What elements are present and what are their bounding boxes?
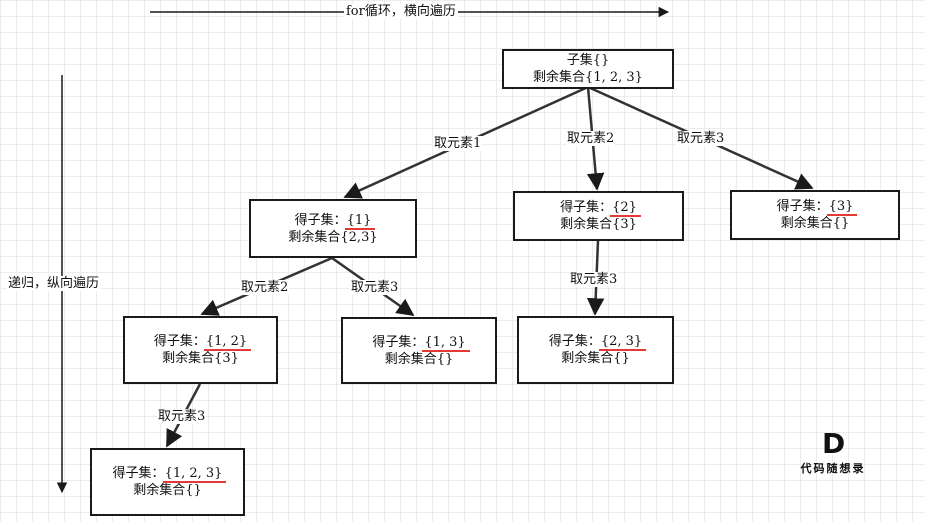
node-subset-1-2-3-line1: 得子集：{1, 2, 3} — [112, 465, 227, 483]
vertical-axis-label: 递归，纵向遍历 — [6, 276, 102, 291]
subset-value: {2} — [610, 200, 641, 217]
node-root-line1: 子集{} — [566, 53, 610, 68]
logo-mark: D — [822, 427, 846, 460]
edge-label-n1-n13: 取元素3 — [350, 280, 400, 295]
node-subset-2: 得子集：{2} 剩余集合{3} — [513, 191, 684, 241]
horizontal-axis-label: for循环，横向遍历 — [344, 4, 458, 19]
logo-text: 代码随想录 — [800, 462, 866, 475]
node-subset-2-3-line1: 得子集：{2, 3} — [548, 333, 647, 351]
node-subset-3-line1: 得子集：{3} — [776, 198, 858, 216]
node-subset-1-2-3: 得子集：{1, 2, 3} 剩余集合{} — [90, 448, 245, 516]
subset-prefix: 得子集： — [153, 334, 206, 349]
node-subset-1-3-line2: 剩余集合{} — [384, 351, 454, 367]
edge-label-root-n1: 取元素1 — [433, 136, 483, 151]
node-root: 子集{} 剩余集合{1, 2, 3} — [502, 49, 674, 89]
node-subset-2-3: 得子集：{2, 3} 剩余集合{} — [517, 316, 674, 384]
edge-label-n12-n123: 取元素3 — [157, 409, 207, 424]
subset-prefix: 得子集： — [294, 212, 347, 228]
node-subset-2-3-line2: 剩余集合{} — [561, 351, 630, 366]
node-subset-2-line1: 得子集：{2} — [560, 199, 641, 217]
subset-prefix: 得子集： — [560, 200, 613, 215]
subset-value: {1, 3} — [422, 334, 471, 352]
node-subset-1-2-line2: 剩余集合{3} — [162, 351, 239, 366]
node-root-line2: 剩余集合{1, 2, 3} — [533, 70, 643, 85]
node-subset-1-3: 得子集：{1, 3} 剩余集合{} — [341, 317, 497, 384]
node-subset-1: 得子集：{1} 剩余集合{2,3} — [249, 199, 417, 258]
subset-value: {2, 3} — [598, 334, 647, 351]
subset-prefix: 得子集： — [372, 334, 425, 350]
node-subset-2-line2: 剩余集合{3} — [560, 217, 637, 232]
subset-value: {1} — [344, 212, 376, 230]
node-subset-1-2-3-line2: 剩余集合{} — [133, 483, 202, 498]
logo: D 代码随想录 — [788, 430, 878, 476]
edge-label-n2-n23: 取元素3 — [569, 272, 619, 287]
subset-value: {3} — [826, 199, 858, 216]
node-subset-3: 得子集：{3} 剩余集合{} — [730, 190, 900, 240]
node-subset-1-line1: 得子集：{1} — [294, 212, 376, 230]
edge-label-root-n3: 取元素3 — [676, 131, 726, 146]
subset-value: {1, 2} — [203, 334, 252, 351]
node-subset-1-3-line1: 得子集：{1, 3} — [372, 334, 471, 352]
subset-value: {1, 2, 3} — [162, 466, 227, 483]
node-subset-1-2-line1: 得子集：{1, 2} — [153, 333, 252, 351]
node-subset-1-line2: 剩余集合{2,3} — [288, 229, 378, 245]
node-subset-1-2: 得子集：{1, 2} 剩余集合{3} — [123, 316, 278, 384]
subset-prefix: 得子集： — [776, 199, 829, 214]
edge-label-root-n2: 取元素2 — [566, 131, 616, 146]
subset-prefix: 得子集： — [548, 334, 601, 349]
node-subset-3-line2: 剩余集合{} — [780, 216, 850, 231]
subset-prefix: 得子集： — [112, 466, 165, 481]
edge-label-n1-n12: 取元素2 — [240, 280, 290, 295]
